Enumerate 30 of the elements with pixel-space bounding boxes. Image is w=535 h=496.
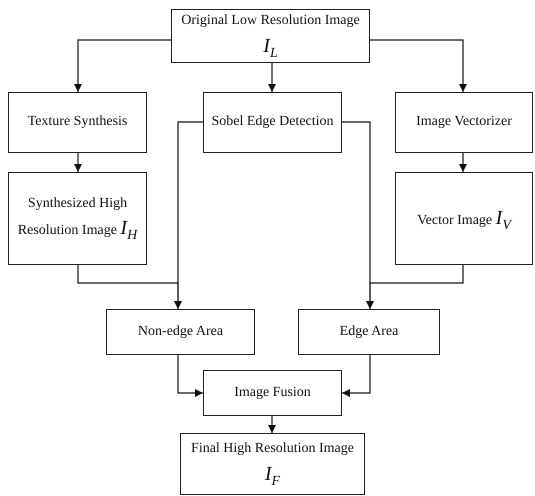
process-box: [8, 172, 147, 265]
process-box: [298, 309, 440, 355]
box-label: Edge Area: [340, 322, 398, 341]
box-label: Non-edge Area: [138, 322, 224, 341]
box-label: Sobel Edge Detection: [211, 113, 334, 132]
box-label: Image Fusion: [234, 384, 311, 402]
box-label: Image Vectorizer: [416, 113, 512, 132]
arrow: [74, 153, 82, 172]
arrow: [268, 63, 276, 92]
box-label: Synthesized High Resolution Image I$_{H}$: [16, 194, 139, 244]
arrow: [459, 153, 467, 172]
box-label: Original Low Resolution Image I$_{L}$: [180, 12, 361, 61]
arrow: [268, 416, 276, 433]
box-label: Texture Synthesis: [28, 113, 128, 132]
process-box: [8, 92, 147, 153]
arrow: [366, 265, 464, 309]
arrow: [177, 355, 203, 397]
process-box: [180, 433, 365, 495]
arrow: [77, 265, 182, 309]
process-box: [106, 309, 255, 355]
process-box: [203, 92, 342, 153]
process-box: [171, 9, 370, 63]
box-label: Final High Resolution Image I$_{F}$: [190, 440, 355, 489]
process-box: [203, 370, 342, 416]
box-label: Vector Image I$_{V}$: [417, 206, 511, 233]
arrow: [370, 39, 467, 92]
process-box: [395, 92, 533, 153]
arrow: [74, 39, 171, 92]
arrow: [342, 355, 371, 397]
process-box: [395, 172, 533, 265]
